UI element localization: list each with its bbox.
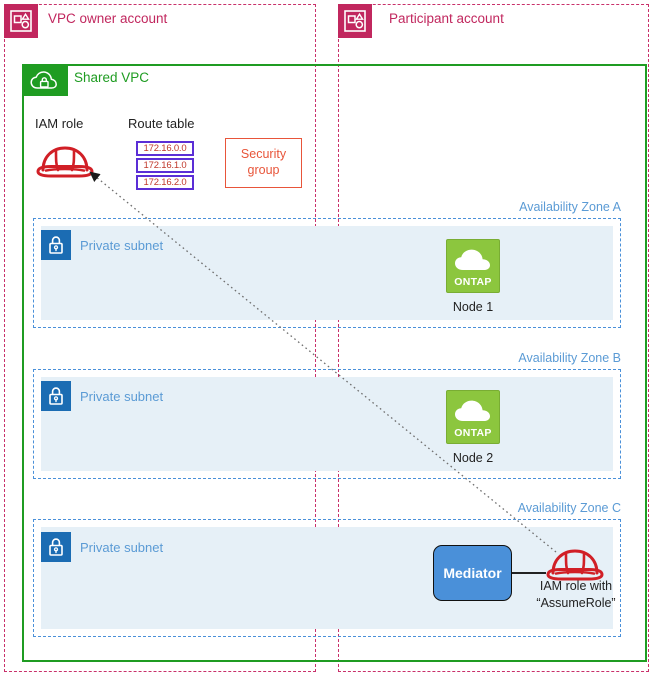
- assume-role-line2: “AssumeRole”: [536, 595, 616, 610]
- participant-account-label: Participant account: [389, 11, 504, 26]
- route-entry: 172.16.0.0: [136, 141, 194, 156]
- lock-icon: [41, 230, 71, 260]
- hard-hat-icon: [543, 543, 607, 588]
- security-group-line1: Security: [240, 147, 287, 162]
- availability-zone-b-label: Availability Zone B: [518, 351, 621, 365]
- route-table-label: Route table: [128, 116, 195, 131]
- private-subnet-label: Private subnet: [80, 238, 164, 253]
- security-group-box: Security group: [225, 138, 302, 188]
- account-icon: [4, 4, 38, 38]
- route-entry: 172.16.2.0: [136, 175, 194, 190]
- lock-icon: [41, 381, 71, 411]
- assume-role-line1: IAM role with: [539, 579, 613, 593]
- availability-zone-a-label: Availability Zone A: [519, 200, 621, 214]
- private-subnet-label: Private subnet: [80, 540, 164, 555]
- assume-role-caption: IAM role with “AssumeRole”: [516, 578, 636, 612]
- mediator-box: Mediator: [433, 545, 512, 601]
- ontap-product-label: ONTAP: [454, 427, 492, 439]
- private-subnet-label: Private subnet: [80, 389, 164, 404]
- ontap-node-2-icon: ONTAP: [446, 390, 500, 444]
- ontap-node-1-icon: ONTAP: [446, 239, 500, 293]
- security-group-line2: group: [247, 163, 280, 177]
- node-1-caption: Node 1: [452, 300, 494, 314]
- mediator-label: Mediator: [443, 565, 502, 581]
- route-entry: 172.16.1.0: [136, 158, 194, 173]
- lock-icon: [41, 532, 71, 562]
- account-icon: [338, 4, 372, 38]
- vpc-owner-account-label: VPC owner account: [48, 11, 168, 26]
- hard-hat-icon: [33, 140, 97, 185]
- iam-role-label: IAM role: [35, 116, 84, 131]
- node-2-caption: Node 2: [452, 451, 494, 465]
- shared-vpc-boundary: [22, 64, 647, 662]
- mediator-connector-line: [512, 572, 546, 574]
- availability-zone-c-label: Availability Zone C: [517, 501, 621, 515]
- ontap-product-label: ONTAP: [454, 276, 492, 288]
- cloud-lock-icon: [22, 64, 68, 96]
- shared-vpc-label: Shared VPC: [74, 70, 150, 85]
